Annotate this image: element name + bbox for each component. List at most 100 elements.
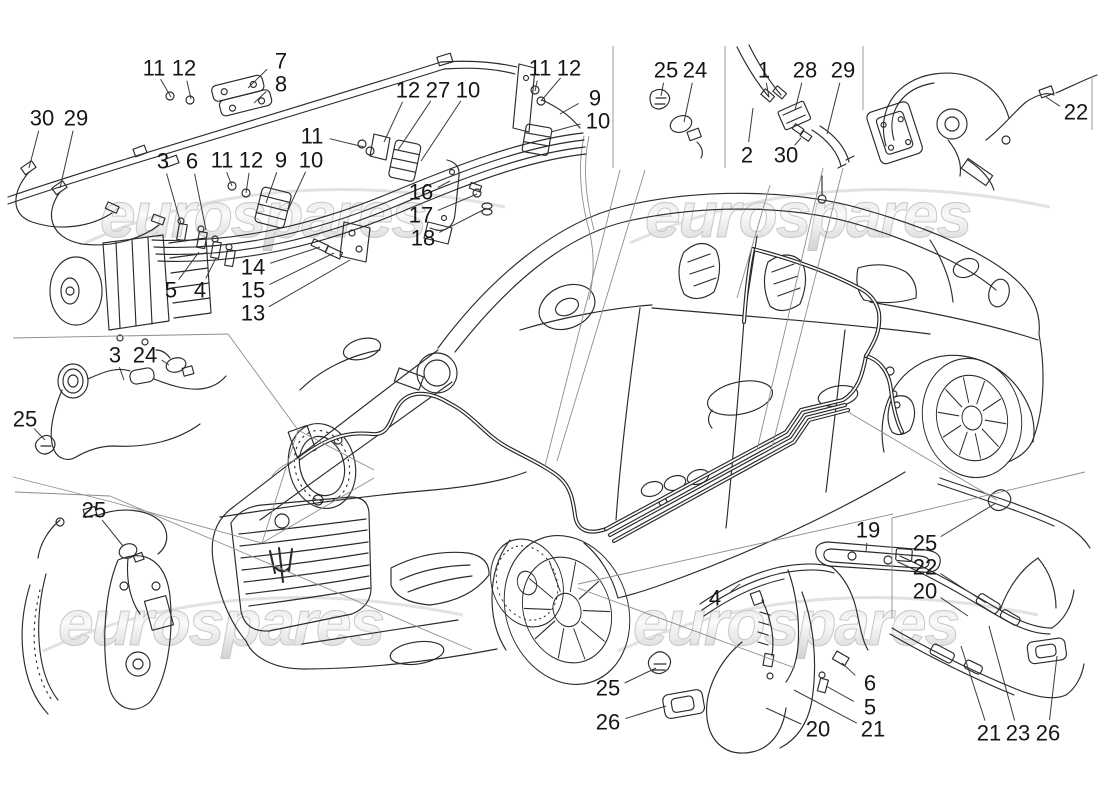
callout-leader <box>534 80 538 92</box>
clip-26a <box>662 689 706 719</box>
callout-leader <box>765 82 770 98</box>
construction-line <box>12 333 229 339</box>
steering-wheel <box>538 283 596 331</box>
front-pipes-assembly <box>7 52 587 346</box>
sensor-3 <box>129 367 155 385</box>
callout-leader <box>186 80 192 100</box>
rear-brake-corner-inset <box>866 72 1098 191</box>
watermark-text: eurospares <box>100 179 425 251</box>
headlight <box>390 551 490 606</box>
callout-leader <box>794 82 803 111</box>
callout-label: 21 <box>977 721 1001 746</box>
callout-label: 7 <box>275 49 287 74</box>
callout-label: 13 <box>241 301 265 326</box>
callout-leader <box>329 138 365 148</box>
callout-label: 26 <box>1036 721 1060 746</box>
callout-label: 17 <box>409 203 433 228</box>
callout-label: 29 <box>64 106 88 131</box>
callout-leaders <box>28 68 1061 725</box>
watermark-text: eurospares <box>645 179 970 251</box>
callout-label: 21 <box>861 717 885 742</box>
callout-leader <box>245 172 250 194</box>
callout-leader <box>625 705 667 720</box>
callout-leader <box>268 259 351 308</box>
callout-label: 9 <box>275 148 287 173</box>
watermark-swoosh <box>629 188 1051 245</box>
construction-line <box>109 495 473 651</box>
clip-25d <box>987 489 1012 512</box>
rear-sensor-and-hose-insets <box>649 44 1098 191</box>
sensor-24b <box>165 357 187 373</box>
callout-leader <box>730 583 741 593</box>
callout-leader <box>33 428 46 441</box>
pipe-comb-clip <box>254 186 292 229</box>
construction-line <box>577 513 894 585</box>
front-sensor-inset <box>34 349 227 460</box>
callout-label: 10 <box>586 109 610 134</box>
union-22 <box>975 593 1001 615</box>
callout-leader <box>794 137 802 146</box>
sensor-24 <box>669 115 693 133</box>
callout-label: 11 <box>211 148 234 173</box>
callout-label: 1 <box>758 58 770 83</box>
front-brake-corner-inset <box>21 506 175 715</box>
construction-lines <box>12 46 1093 669</box>
construction-line <box>771 167 844 448</box>
callout-label: 8 <box>275 72 287 97</box>
callout-label: 6 <box>186 149 198 174</box>
construction-line <box>736 184 771 299</box>
bolt-5 <box>816 677 829 694</box>
callout-label: 24 <box>133 343 157 368</box>
construction-line <box>12 476 109 502</box>
brake-booster <box>416 352 458 394</box>
callout-label: 12 <box>396 78 420 103</box>
callout-leader <box>550 123 581 133</box>
callout-leader <box>253 91 267 104</box>
union-23 <box>963 659 983 675</box>
callout-leader <box>683 82 693 123</box>
callout-leader <box>793 689 858 724</box>
callout-label: 12 <box>239 148 263 173</box>
seat <box>763 254 807 312</box>
construction-line <box>544 169 621 467</box>
callout-leader <box>420 100 462 162</box>
callout-label: 12 <box>172 56 196 81</box>
callout-leader <box>269 252 335 286</box>
construction-line <box>577 587 796 669</box>
clip-25 <box>649 88 671 110</box>
callout-leader <box>397 100 432 151</box>
callout-label: 4 <box>709 586 721 611</box>
callout-label: 27 <box>426 78 450 103</box>
rear-seat <box>856 264 917 304</box>
watermark-swoosh <box>42 596 464 653</box>
callout-leader <box>765 707 802 725</box>
hood-emblem-icon <box>274 513 290 529</box>
seat <box>678 242 721 300</box>
construction-line <box>756 167 824 451</box>
callout-leader <box>178 251 200 280</box>
callout-label: 18 <box>411 226 435 251</box>
callout-leader <box>825 685 854 702</box>
callout-label: 5 <box>864 695 876 720</box>
watermark-text: eurospares <box>58 587 383 659</box>
callout-label: 25 <box>654 58 678 83</box>
callout-label: 2 <box>741 143 753 168</box>
callout-label: 29 <box>831 58 855 83</box>
callout-label: 3 <box>109 343 121 368</box>
mid-pipes-inset <box>647 541 941 754</box>
callout-leader <box>559 102 579 115</box>
callout-label: 23 <box>1006 721 1030 746</box>
callout-leader <box>383 101 404 143</box>
maserati-trident-icon <box>268 546 294 584</box>
callout-leader <box>205 257 217 279</box>
callout-label: 11 <box>143 56 166 81</box>
callout-leader <box>439 207 488 233</box>
callout-label: 25 <box>13 407 37 432</box>
construction-line <box>556 169 646 462</box>
callout-leader <box>161 359 170 366</box>
sensor-25-target <box>118 543 138 559</box>
car-body <box>211 175 1044 685</box>
